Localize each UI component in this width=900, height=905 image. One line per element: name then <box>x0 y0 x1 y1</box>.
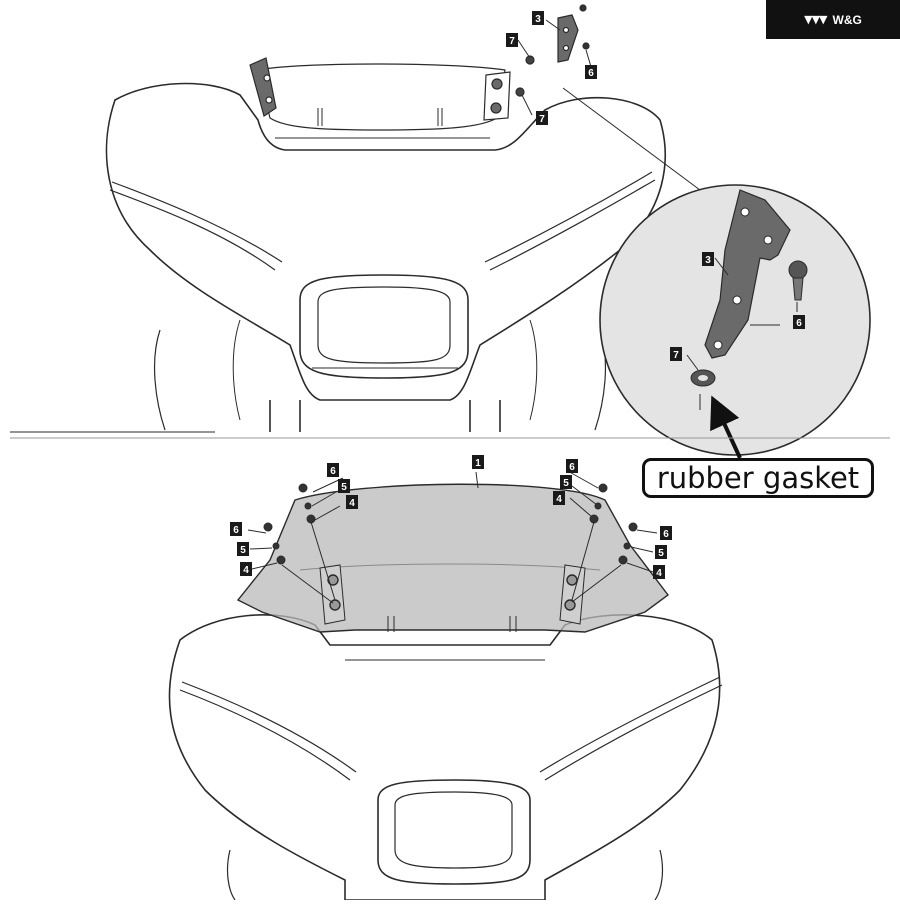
windshield <box>236 483 669 633</box>
part-tag-box <box>653 565 665 579</box>
part-tag-bracket: 3 <box>532 11 544 25</box>
part-tag-box <box>472 455 484 469</box>
brand-logo: ▼▼▼ W&G <box>766 0 900 39</box>
part-tag-number: 6 <box>796 318 802 329</box>
part-tag-number: 3 <box>705 255 711 266</box>
part-tag-box <box>702 252 714 266</box>
part-tag-washer: 4 <box>553 491 565 505</box>
part-tag-box <box>566 459 578 473</box>
zoom-detail <box>599 184 871 459</box>
part-tag-spacer: 5 <box>338 479 350 493</box>
part-tag-number: 7 <box>509 36 515 47</box>
part-tag-spacer: 5 <box>237 542 249 556</box>
part-tag-box <box>670 347 682 361</box>
part-tag-screw: 6 <box>660 526 672 540</box>
part-tag-windshield: 1 <box>472 455 484 469</box>
rubber-gasket-label: rubber gasket <box>642 458 874 498</box>
part-tag-number: 5 <box>658 548 664 559</box>
part-tag-gasket: 7 <box>506 33 518 47</box>
part-tag-box <box>536 111 548 125</box>
part-tag-number: 4 <box>556 494 562 505</box>
part-tag-screw: 6 <box>230 522 242 536</box>
part-tag-number: 3 <box>535 14 541 25</box>
part-tag-gasket: 7 <box>536 111 548 125</box>
part-tag-box <box>655 545 667 559</box>
part-tag-screw: 6 <box>327 463 339 477</box>
part-tag-box <box>532 11 544 25</box>
part-tag-gasket: 7 <box>670 347 682 361</box>
part-tag-screw: 6 <box>793 315 805 329</box>
part-tag-number: 6 <box>663 529 669 540</box>
part-tag-box <box>585 65 597 79</box>
part-tag-box <box>327 463 339 477</box>
part-tag-box <box>230 522 242 536</box>
part-tag-box <box>660 526 672 540</box>
part-tag-box <box>553 491 565 505</box>
part-tag-number: 6 <box>569 462 575 473</box>
part-tag-number: 5 <box>563 478 569 489</box>
part-tag-number: 6 <box>233 525 239 536</box>
part-tag-number: 5 <box>240 545 246 556</box>
hardware <box>247 469 658 604</box>
part-tag-screw: 6 <box>566 459 578 473</box>
part-tag-number: 1 <box>475 458 481 469</box>
top-right-bracket <box>483 4 590 121</box>
bottom-fairing <box>168 614 723 901</box>
part-tag-spacer: 5 <box>560 475 572 489</box>
part-tag-washer: 4 <box>240 562 252 576</box>
part-tag-number: 4 <box>656 568 662 579</box>
part-tag-box <box>793 315 805 329</box>
part-tag-washer: 4 <box>346 495 358 509</box>
part-tag-number: 7 <box>673 350 679 361</box>
part-tag-number: 6 <box>330 466 336 477</box>
part-tag-box <box>240 562 252 576</box>
part-tag-bracket: 3 <box>702 252 714 266</box>
part-tag-box <box>346 495 358 509</box>
top-fairing <box>105 63 666 432</box>
part-tag-box <box>338 479 350 493</box>
top-left-bracket <box>249 57 277 117</box>
part-tag-number: 7 <box>539 114 545 125</box>
part-tag-number: 6 <box>588 68 594 79</box>
part-tag-washer: 4 <box>653 565 665 579</box>
part-tag-number: 4 <box>349 498 355 509</box>
brand-name: W&G <box>832 12 862 27</box>
part-tag-box <box>560 475 572 489</box>
part-tag-screw: 6 <box>585 65 597 79</box>
part-tag-box <box>506 33 518 47</box>
part-tag-box <box>237 542 249 556</box>
part-tag-spacer: 5 <box>655 545 667 559</box>
part-tag-number: 4 <box>243 565 249 576</box>
top-leader-lines <box>517 19 701 191</box>
logo-icon: ▼▼▼ <box>804 13 827 26</box>
part-tag-number: 5 <box>341 482 347 493</box>
